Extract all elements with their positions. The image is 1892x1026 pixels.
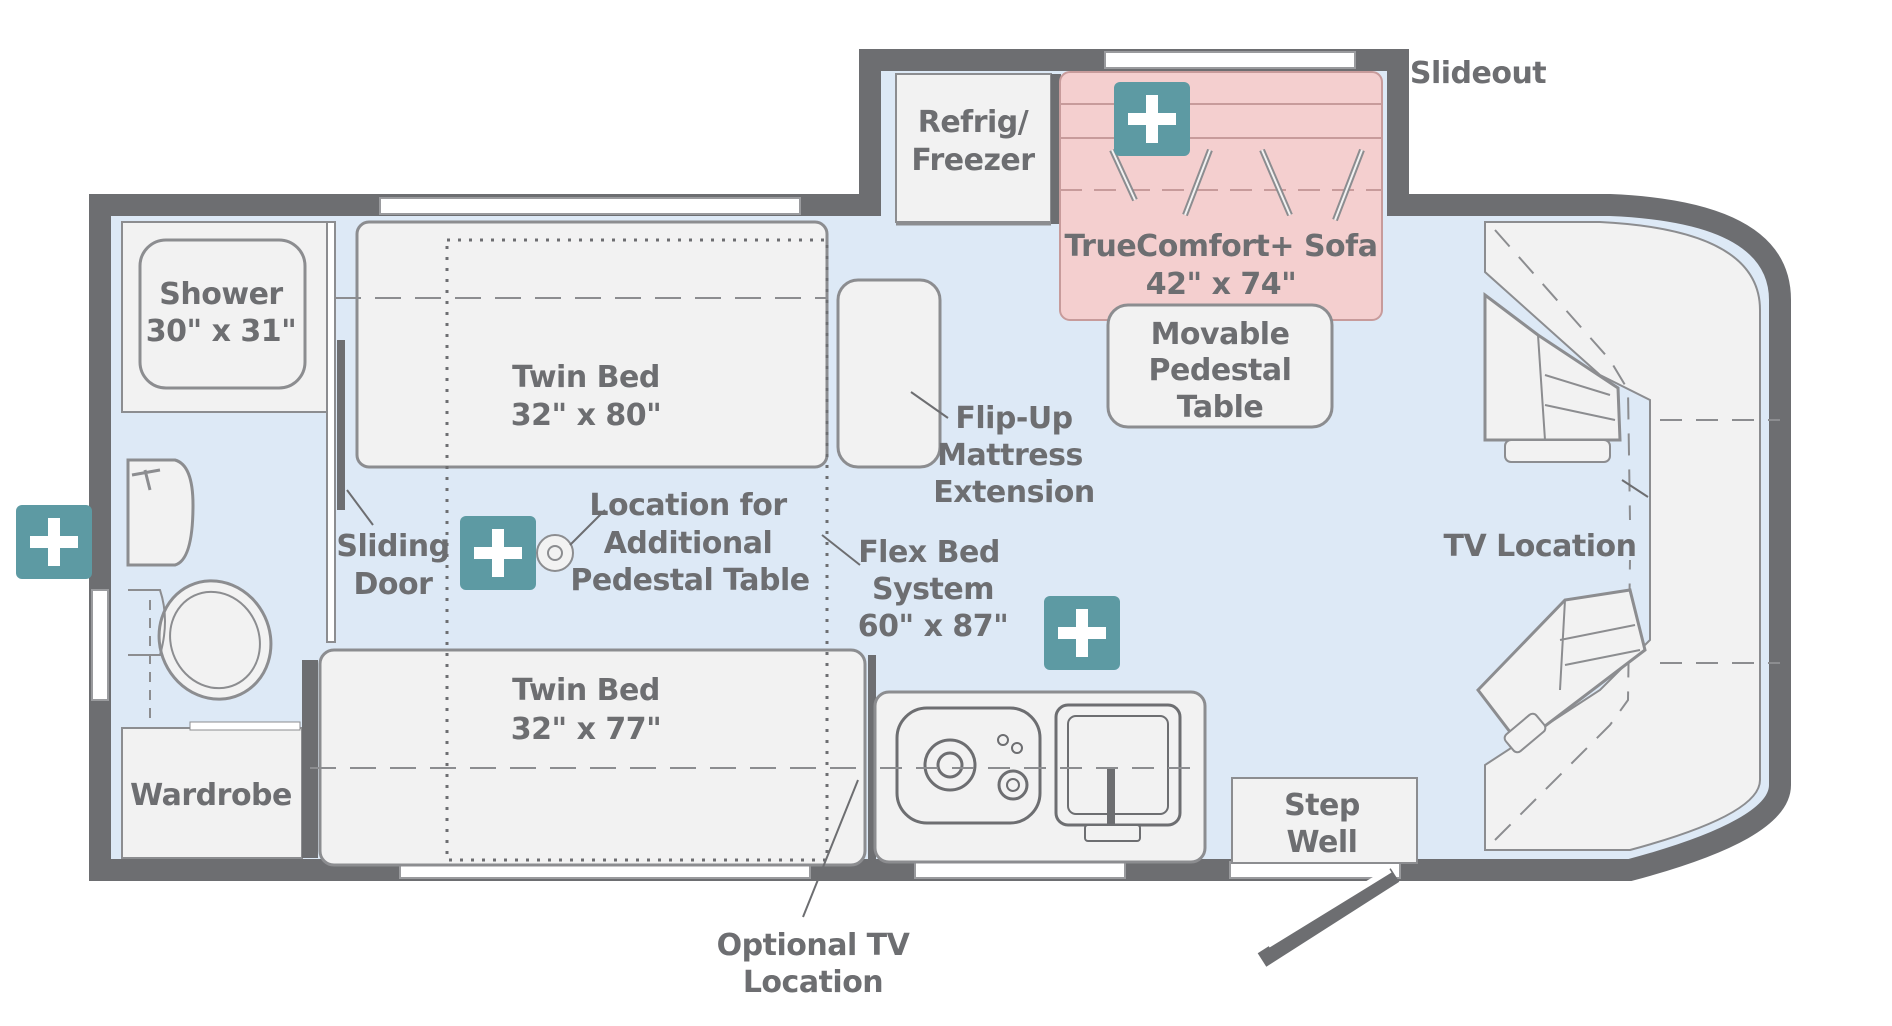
plus-icon [474, 529, 522, 577]
cab-seat-bottom[interactable] [1476, 588, 1647, 754]
label-sofa-1: TrueComfort+ Sofa [1065, 229, 1378, 264]
galley-counter[interactable] [873, 690, 1207, 864]
label-twin-top-2: 32" x 80" [511, 398, 662, 433]
plus-button-sofa[interactable] [1114, 82, 1190, 156]
refrig-freezer[interactable] [895, 73, 1061, 226]
label-twin-bottom-2: 32" x 77" [511, 712, 662, 747]
label-shower-2: 30" x 31" [146, 314, 297, 349]
plus-button-floor[interactable] [1044, 596, 1120, 670]
label-sofa-2: 42" x 74" [1146, 267, 1297, 302]
plus-icon [1058, 609, 1106, 657]
plus-button-exterior[interactable] [16, 505, 92, 579]
label-tv-location: TV Location [1444, 529, 1637, 564]
plus-icon [30, 518, 78, 566]
label-location-1: Location for [589, 488, 787, 523]
entry-door[interactable] [1229, 861, 1401, 967]
label-step-2: Well [1287, 825, 1358, 860]
flip-up-mattress[interactable] [836, 278, 942, 469]
label-twin-bottom-1: Twin Bed [512, 673, 660, 708]
label-flip-1: Flip-Up [955, 401, 1072, 436]
label-location-2: Additional [604, 526, 773, 561]
twin-bed-top[interactable] [335, 220, 829, 469]
labels: Slideout Refrig/ Freezer TrueComfort+ So… [130, 56, 1637, 1000]
label-sliding-2: Door [354, 567, 434, 602]
pedestal-table-marker [536, 534, 574, 572]
label-step-1: Step [1284, 788, 1360, 823]
plus-icon [1128, 95, 1176, 143]
label-optional-tv-2: Location [743, 965, 883, 1000]
label-table-3: Table [1177, 390, 1263, 425]
bed-divider [868, 655, 876, 865]
cab-seat-top[interactable] [1483, 291, 1622, 463]
label-optional-tv-1: Optional TV [717, 928, 911, 963]
flex-bed-outline [445, 238, 829, 862]
label-shower-1: Shower [159, 277, 283, 312]
label-slideout: Slideout [1410, 56, 1546, 91]
label-refrig-2: Freezer [911, 143, 1035, 178]
label-twin-top-1: Twin Bed [512, 360, 660, 395]
leader-lines [346, 391, 1649, 918]
label-flexbed-2: System [872, 572, 994, 607]
label-sliding-1: Sliding [336, 529, 449, 564]
wardrobe[interactable] [121, 660, 318, 859]
movable-pedestal-table[interactable] [1106, 303, 1334, 429]
label-wardrobe: Wardrobe [130, 778, 292, 813]
outer-wall [89, 49, 1791, 881]
step-well [1231, 777, 1418, 864]
bathroom [121, 221, 345, 722]
label-table-2: Pedestal [1149, 353, 1292, 388]
twin-bed-bottom[interactable] [310, 648, 867, 867]
label-flexbed-1: Flex Bed [858, 535, 1000, 570]
label-flip-2: Mattress [937, 438, 1083, 473]
label-flexbed-3: 60" x 87" [858, 609, 1009, 644]
label-location-3: Pedestal Table [570, 563, 809, 598]
plus-button-pedestal[interactable] [460, 516, 536, 590]
label-table-1: Movable [1151, 317, 1290, 352]
label-refrig-1: Refrig/ [918, 105, 1029, 140]
label-flip-3: Extension [933, 475, 1095, 510]
